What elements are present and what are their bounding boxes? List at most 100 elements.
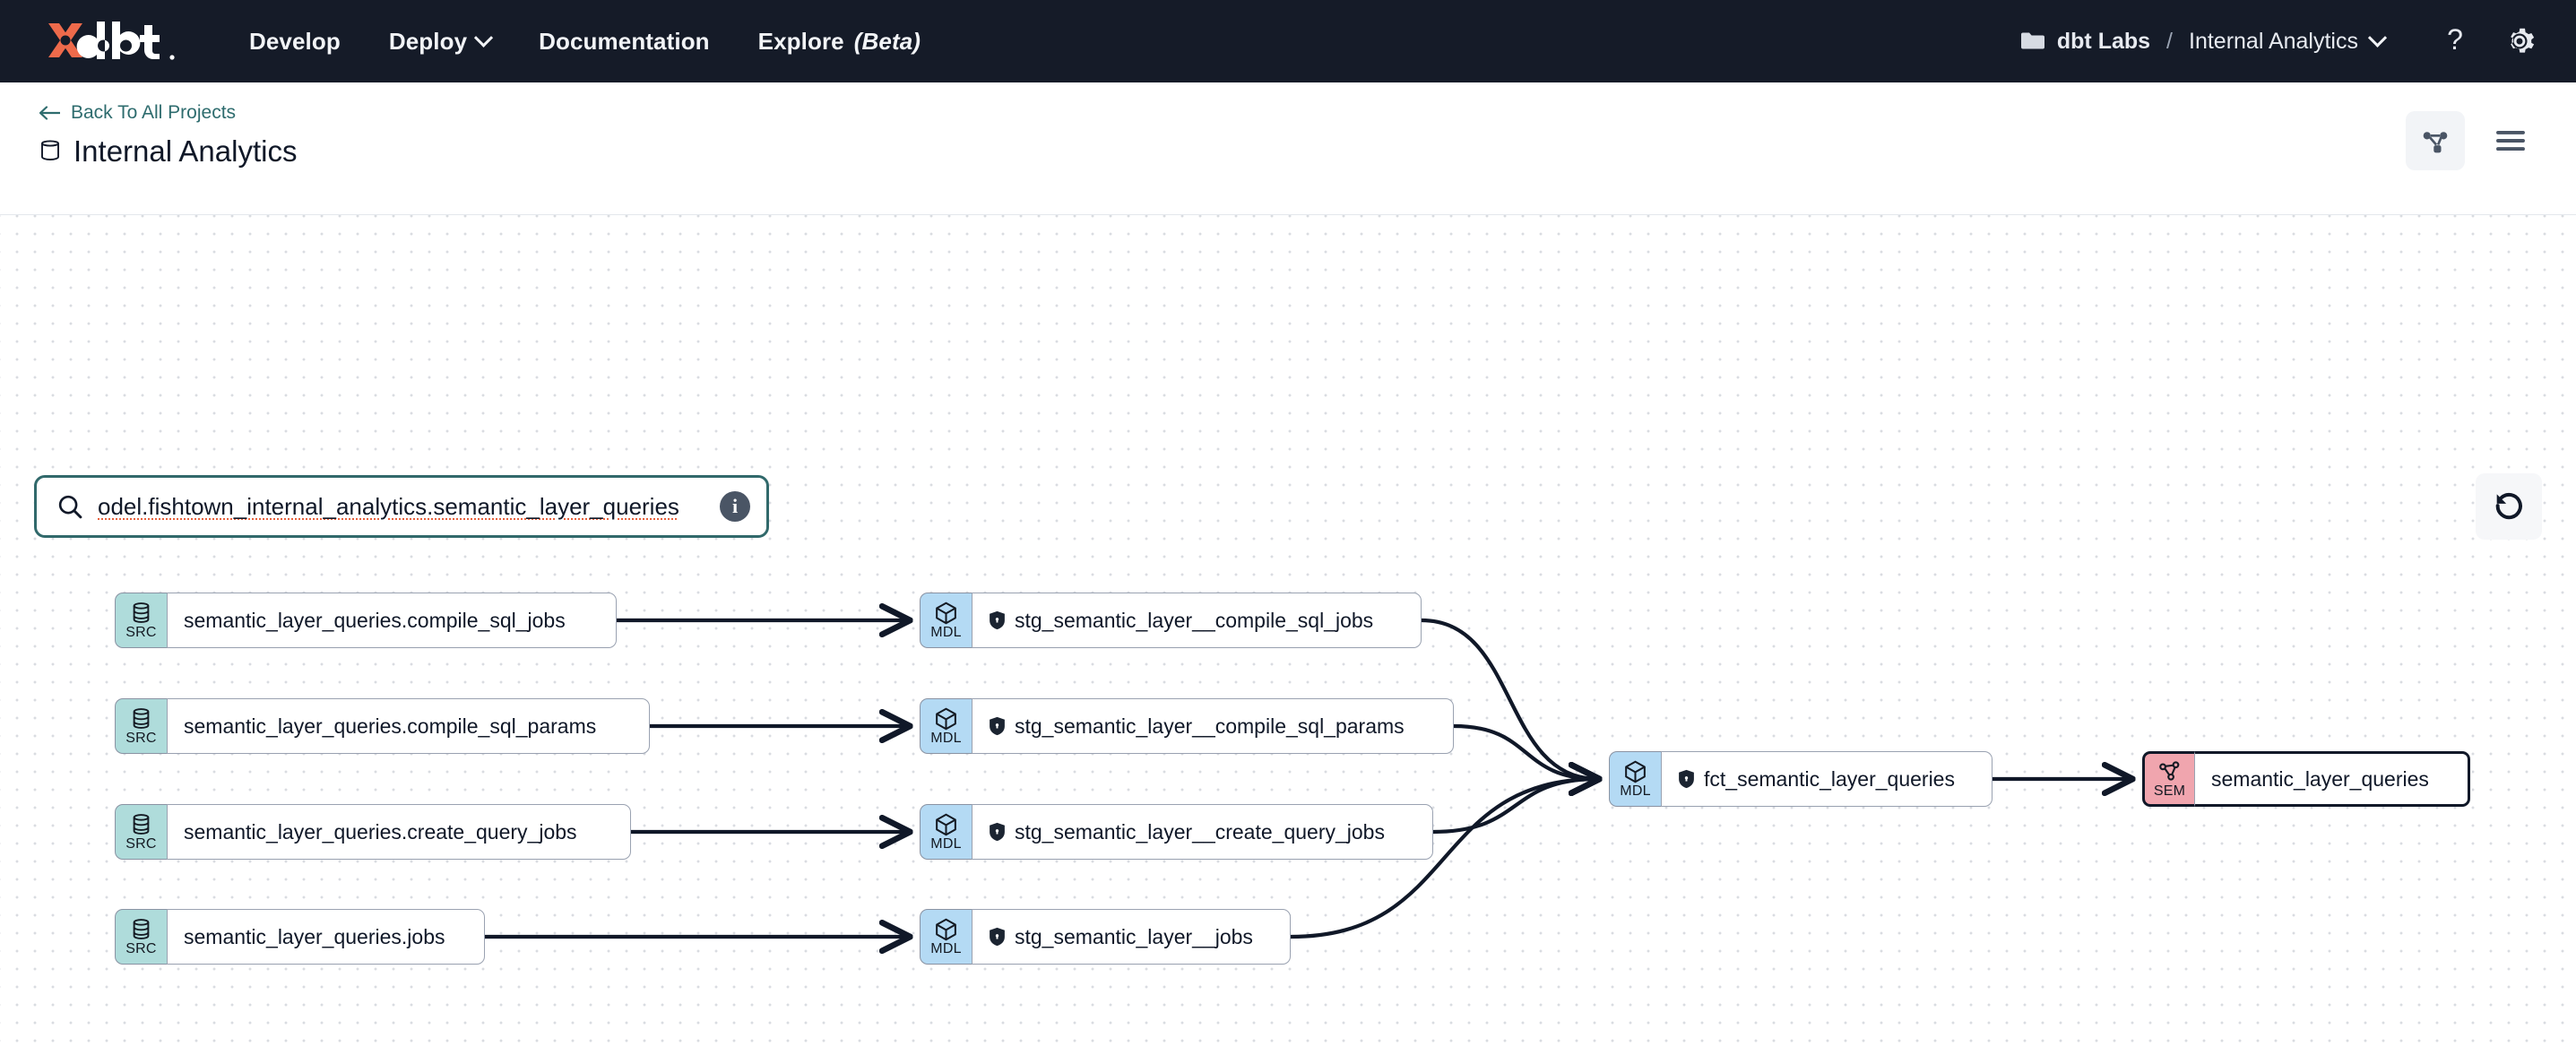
nav-link-documentation[interactable]: Documentation: [539, 28, 710, 56]
node-label: semantic_layer_queries: [2211, 766, 2429, 791]
shield-icon: [990, 610, 1005, 630]
lineage-node-mdl1[interactable]: MDL stg_semantic_layer__compile_sql_jobs: [920, 593, 1422, 648]
node-label: stg_semantic_layer__compile_sql_jobs: [1015, 608, 1374, 632]
shield-icon: [990, 716, 1005, 736]
lineage-node-sem[interactable]: SEM semantic_layer_queries: [2142, 751, 2470, 807]
database-cylinder-icon: [133, 708, 150, 729]
reset-lineage-button[interactable]: [2476, 473, 2542, 540]
node-type-badge-mdl: MDL: [1609, 751, 1661, 807]
lineage-search-box[interactable]: odel.fishtown_internal_analytics.semanti…: [34, 475, 769, 538]
node-label: stg_semantic_layer__compile_sql_params: [1015, 714, 1405, 738]
breadcrumb-project[interactable]: Internal Analytics: [2189, 28, 2388, 55]
nav-link-deploy[interactable]: Deploy: [388, 27, 494, 56]
shield-icon: [990, 822, 1005, 842]
lineage-node-src1[interactable]: SRC semantic_layer_queries.compile_sql_jo…: [115, 593, 617, 648]
node-body[interactable]: semantic_layer_queries: [2194, 751, 2470, 807]
lineage-node-mdl3[interactable]: MDL stg_semantic_layer__create_query_jobs: [920, 804, 1433, 860]
topnav-icon-group: ?: [2440, 24, 2537, 58]
svg-text:?: ?: [2447, 25, 2463, 56]
nav-link-explore[interactable]: Explore (Beta): [758, 28, 921, 56]
subheader-left: Back To All Projects Internal Analytics: [36, 102, 297, 169]
cube-icon: [1625, 760, 1646, 783]
node-type-badge-mdl: MDL: [920, 804, 972, 860]
node-label: semantic_layer_queries.create_query_jobs: [184, 819, 577, 844]
node-body[interactable]: stg_semantic_layer__create_query_jobs: [972, 804, 1433, 860]
lineage-view-button[interactable]: [2406, 111, 2465, 170]
node-body[interactable]: semantic_layer_queries.create_query_jobs: [167, 804, 631, 860]
search-icon: [58, 495, 82, 519]
node-type-label: MDL: [1620, 783, 1651, 799]
dbt-wordmark-icon: [48, 22, 175, 60]
chevron-down-icon: [474, 28, 494, 48]
project-subheader: Back To All Projects Internal Analytics: [0, 82, 2576, 215]
database-cylinder-icon: [133, 814, 150, 835]
node-label: semantic_layer_queries.compile_sql_jobs: [184, 608, 566, 632]
node-type-label: MDL: [930, 941, 962, 956]
gear-icon[interactable]: [2503, 24, 2537, 58]
node-type-label: SEM: [2153, 783, 2186, 799]
nav-label-deploy: Deploy: [388, 27, 468, 55]
node-type-label: MDL: [930, 625, 962, 640]
node-label: fct_semantic_layer_queries: [1704, 766, 1955, 791]
node-type-label: SRC: [125, 836, 157, 852]
question-mark-icon[interactable]: ?: [2440, 25, 2470, 57]
lineage-edge-mdl2-to-fct: [1453, 723, 1598, 779]
shield-icon: [990, 927, 1005, 947]
node-body[interactable]: stg_semantic_layer__compile_sql_jobs: [972, 593, 1422, 648]
page-title-label: Internal Analytics: [73, 134, 298, 168]
top-navigation-bar: Develop Deploy Documentation Explore (Be…: [0, 0, 2576, 82]
breadcrumb-separator: /: [2166, 28, 2173, 54]
node-type-badge-src: SRC: [115, 698, 167, 754]
breadcrumb-project-label: Internal Analytics: [2189, 28, 2358, 54]
node-type-label: MDL: [930, 836, 962, 852]
node-type-badge-mdl: MDL: [920, 909, 972, 965]
lineage-node-mdl2[interactable]: MDL stg_semantic_layer__compile_sql_param…: [920, 698, 1454, 754]
nav-badge-beta: (Beta): [853, 27, 921, 55]
node-body[interactable]: stg_semantic_layer__jobs: [972, 909, 1291, 965]
cube-icon: [936, 918, 956, 941]
cube-icon: [936, 601, 956, 625]
breadcrumb-org-label: dbt Labs: [2056, 28, 2151, 54]
breadcrumb-organization[interactable]: dbt Labs: [2020, 29, 2150, 55]
page-title: Internal Analytics: [39, 134, 297, 169]
database-cylinder-icon: [133, 919, 150, 939]
node-body[interactable]: semantic_layer_queries.compile_sql_jobs: [167, 593, 617, 648]
primary-nav: Develop Deploy Documentation Explore (Be…: [249, 28, 921, 56]
node-body[interactable]: stg_semantic_layer__compile_sql_params: [972, 698, 1454, 754]
node-body[interactable]: semantic_layer_queries.jobs: [167, 909, 485, 965]
info-icon[interactable]: i: [720, 491, 750, 522]
node-label: stg_semantic_layer__jobs: [1015, 924, 1253, 948]
node-label: semantic_layer_queries.compile_sql_param…: [184, 714, 597, 738]
nav-link-develop[interactable]: Develop: [249, 28, 341, 56]
node-type-badge-sem: SEM: [2142, 751, 2194, 807]
lineage-node-mdl4[interactable]: MDL stg_semantic_layer__jobs: [920, 909, 1291, 965]
lineage-node-src3[interactable]: SRC semantic_layer_queries.create_query_j…: [115, 804, 631, 860]
nav-label-explore: Explore: [757, 27, 844, 55]
lineage-graph-icon: [2423, 132, 2448, 153]
node-type-label: MDL: [930, 731, 962, 746]
search-input[interactable]: odel.fishtown_internal_analytics.semanti…: [98, 492, 679, 520]
lineage-node-src2[interactable]: SRC semantic_layer_queries.compile_sql_pa…: [115, 698, 650, 754]
dbt-logo[interactable]: [43, 18, 195, 65]
lineage-node-fct[interactable]: MDL fct_semantic_layer_queries: [1609, 751, 1993, 807]
database-cylinder-icon: [133, 602, 150, 623]
node-label: stg_semantic_layer__create_query_jobs: [1015, 819, 1385, 844]
reset-undo-icon: [2495, 492, 2522, 520]
back-to-all-projects-link[interactable]: Back To All Projects: [39, 102, 297, 124]
cube-icon: [936, 813, 956, 836]
node-type-label: SRC: [125, 731, 157, 746]
list-view-button[interactable]: [2481, 111, 2540, 170]
node-type-badge-src: SRC: [115, 804, 167, 860]
node-type-badge-mdl: MDL: [920, 698, 972, 754]
folder-icon: [2020, 32, 2044, 49]
node-body[interactable]: semantic_layer_queries.compile_sql_param…: [167, 698, 650, 754]
node-body[interactable]: fct_semantic_layer_queries: [1661, 751, 1993, 807]
nav-label-develop: Develop: [249, 27, 341, 55]
nav-label-documentation: Documentation: [539, 27, 710, 55]
node-type-badge-mdl: MDL: [920, 593, 972, 648]
node-type-badge-src: SRC: [115, 593, 167, 648]
arrow-left-icon: [39, 106, 60, 120]
lineage-canvas[interactable]: odel.fishtown_internal_analytics.semanti…: [0, 215, 2576, 1047]
semantic-graph-icon: [2159, 761, 2180, 781]
